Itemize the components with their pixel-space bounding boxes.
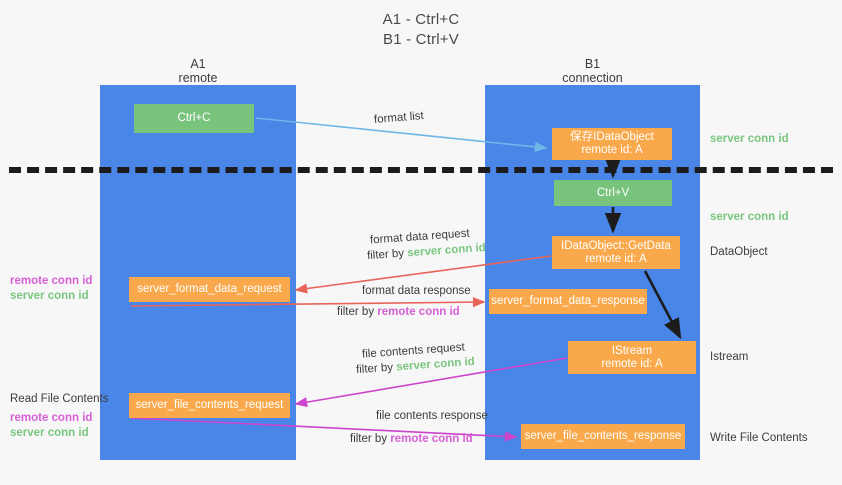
arrow-label-format-data-response-filter: filter by remote conn id	[337, 305, 460, 320]
node-istream-line1: IStream	[611, 344, 653, 357]
node-idataobject-getdata[interactable]: IDataObject::GetData remote id: A	[552, 236, 680, 269]
node-istream[interactable]: IStream remote id: A	[568, 341, 696, 374]
node-server-file-contents-response[interactable]: server_file_contents_response	[521, 424, 685, 449]
lane-header-a1: A1 remote	[100, 57, 296, 85]
node-idataobject-getdata-line2: remote id: A	[585, 252, 647, 265]
node-idataobject-getdata-line1: IDataObject::GetData	[561, 239, 671, 252]
filter-value-server-conn-id: server conn id	[395, 355, 476, 374]
arrow-label-format-data-response: format data response	[362, 285, 471, 297]
node-server-format-data-request[interactable]: server_format_data_request	[129, 277, 290, 302]
node-ctrl-v-label: Ctrl+V	[596, 186, 630, 199]
filter-value-server-conn-id: server conn id	[406, 241, 487, 260]
lane-header-b1-sub: connection	[562, 71, 623, 85]
arrow-label-file-contents-response: file contents response	[376, 410, 488, 422]
node-save-idataobject-line2: remote id: A	[581, 144, 643, 156]
filter-value-remote-conn-id: remote conn id	[377, 306, 460, 318]
node-server-file-contents-response-label: server_file_contents_response	[524, 430, 682, 442]
arrow-label-format-list: format list	[373, 110, 425, 126]
filter-prefix: filter by	[366, 247, 408, 263]
node-save-idataobject[interactable]: 保存IDataObject remote id: A	[552, 128, 672, 160]
arrow-label-file-contents-response-filter: filter by remote conn id	[350, 432, 473, 447]
left-label-conn-ids-top: remote conn id server conn id	[10, 274, 92, 304]
right-label-istream: Istream	[710, 351, 749, 363]
left-label-conn-ids-bottom: remote conn id server conn id	[10, 411, 92, 441]
node-ctrl-c-label: Ctrl+C	[177, 112, 211, 124]
left-label-remote-conn-id-bottom: remote conn id	[10, 412, 93, 424]
right-label-dataobject: DataObject	[710, 246, 768, 258]
node-server-format-data-response-label: server_format_data_response	[491, 295, 645, 307]
lane-header-a1-name: A1	[190, 57, 206, 71]
filter-value-remote-conn-id: remote conn id	[390, 433, 473, 445]
left-label-server-conn-id-top: server conn id	[10, 290, 89, 302]
filter-prefix: filter by	[355, 361, 397, 377]
node-server-format-data-response[interactable]: server_format_data_response	[489, 289, 647, 314]
node-ctrl-v[interactable]: Ctrl+V	[554, 180, 672, 206]
node-server-file-contents-request-label: server_file_contents_request	[135, 399, 284, 411]
left-label-server-conn-id-bottom: server conn id	[10, 427, 89, 439]
filter-prefix: filter by	[350, 433, 391, 445]
node-ctrl-c[interactable]: Ctrl+C	[134, 104, 254, 133]
node-server-format-data-request-label: server_format_data_request	[137, 283, 282, 295]
right-label-server-conn-id-mid: server conn id	[710, 211, 789, 223]
node-server-file-contents-request[interactable]: server_file_contents_request	[129, 393, 290, 418]
phase-separator-dashed-line	[9, 167, 833, 173]
filter-prefix: filter by	[337, 306, 378, 318]
node-istream-line2: remote id: A	[601, 357, 663, 370]
right-label-server-conn-id-top: server conn id	[710, 133, 789, 145]
left-label-remote-conn-id-top: remote conn id	[10, 275, 93, 287]
node-save-idataobject-line1: 保存IDataObject	[570, 131, 654, 143]
right-label-write-file-contents: Write File Contents	[710, 432, 808, 444]
lane-header-b1-name: B1	[584, 57, 601, 71]
left-label-read-file-contents: Read File Contents	[10, 393, 109, 405]
lane-header-a1-sub: remote	[178, 71, 218, 85]
lane-header-b1: B1 connection	[485, 57, 700, 85]
diagram-title-line-1: A1 - Ctrl+C	[382, 11, 460, 28]
diagram-title-line-2: B1 - Ctrl+V	[383, 31, 459, 48]
